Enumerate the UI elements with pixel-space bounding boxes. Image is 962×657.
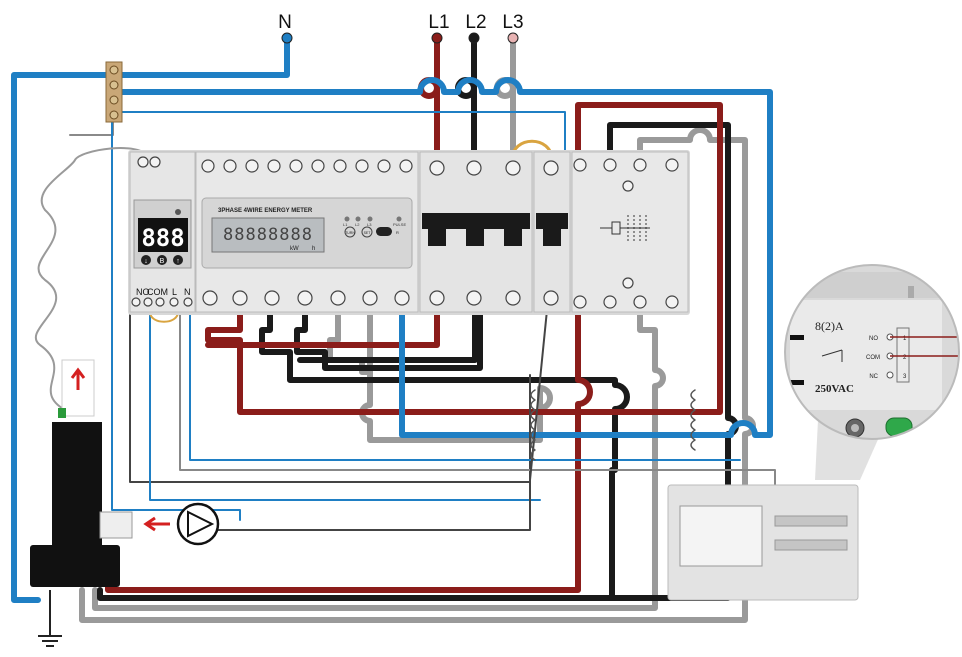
relay-pin-no-label: NO	[869, 336, 878, 342]
meter-unit-kw: kW	[290, 246, 299, 252]
controller-terminal-no: NO	[136, 287, 150, 297]
meter-led-l2: L2	[355, 222, 360, 227]
meter-set-label: SET	[364, 231, 372, 235]
meter-set-button[interactable]	[361, 226, 373, 238]
controller-terminal-l: L	[172, 287, 177, 297]
relay-green-button[interactable]	[885, 417, 913, 437]
ground-icon	[38, 590, 62, 647]
relay-rating: 8(2)A	[815, 319, 844, 333]
meter-title: 3PHASE 4WIRE ENERGY METER	[218, 208, 313, 214]
meter-ir-port	[376, 227, 392, 236]
meter-face: 3PHASE 4WIRE ENERGY METER 88888888 kW h …	[201, 197, 413, 269]
terminal-n-label: N	[278, 12, 292, 33]
controller-display	[138, 218, 188, 252]
meter-r-label: R	[396, 230, 399, 235]
controller-b-button[interactable]	[157, 255, 167, 265]
relay-pin-1: 1	[903, 336, 907, 342]
relay-pin-com-label: COM	[866, 355, 880, 361]
controller-up-label: ↑	[176, 258, 180, 265]
relay-pin-3: 3	[903, 374, 907, 380]
wire-ct-coils	[530, 389, 696, 461]
terminal-l2-screw	[468, 32, 480, 44]
flow-arrow-icon	[143, 516, 170, 532]
terminal-l3-screw	[507, 32, 519, 44]
supply-terminals: N L1 L2 L3	[278, 12, 524, 44]
terminal-l1-label: L1	[428, 12, 449, 33]
meter-led-l1: L1	[343, 222, 348, 227]
heater-unit	[30, 359, 220, 647]
terminal-n-screw	[281, 32, 293, 44]
terminal-l1-screw	[431, 32, 443, 44]
relay-pin-nc-label: NC	[869, 374, 878, 380]
meter-turn-label: TURN	[345, 231, 355, 235]
meter-led-pulse: PULSE	[393, 222, 406, 227]
controller-terminal-n: N	[184, 287, 191, 297]
relay-box	[667, 484, 859, 601]
contactor-symbol	[600, 215, 650, 241]
zoom-circle-border	[784, 264, 960, 440]
controller-down-label: ↓	[144, 258, 148, 265]
wire-sensor-cable	[34, 147, 151, 411]
heater-outlet	[99, 511, 133, 539]
relay-voltage: 250VAC	[815, 383, 854, 395]
controller-up-button[interactable]	[173, 255, 183, 265]
heater-base	[30, 545, 120, 587]
meter-display	[211, 217, 325, 253]
meter-display-value: 88888888	[223, 225, 313, 245]
heater-body	[52, 422, 102, 550]
relay-zoom: 8(2)A 250VAC NO COM NC 1 2 3	[785, 265, 959, 439]
breaker-handles	[422, 213, 568, 246]
meter-unit-h: h	[312, 246, 315, 252]
terminal-screws	[131, 156, 679, 309]
terminal-l2-label: L2	[465, 12, 486, 33]
wire-grey	[79, 37, 756, 623]
meter-turn-button[interactable]	[344, 226, 356, 238]
controller-b-label: B	[160, 258, 165, 265]
controller-terminal-com: COM	[147, 287, 168, 297]
terminal-l3-label: L3	[502, 12, 523, 33]
controller-display-value: 888	[141, 224, 184, 252]
controller-face: 888 ↓ B ↑ NO COM L N	[133, 199, 192, 297]
relay-pin-2: 2	[903, 355, 907, 361]
neutral-busbar	[105, 61, 123, 123]
sensor-up-arrow-icon	[70, 367, 86, 390]
wire-blue	[11, 37, 773, 603]
meter-led-l3: L3	[367, 222, 372, 227]
controller-down-button[interactable]	[141, 255, 151, 265]
